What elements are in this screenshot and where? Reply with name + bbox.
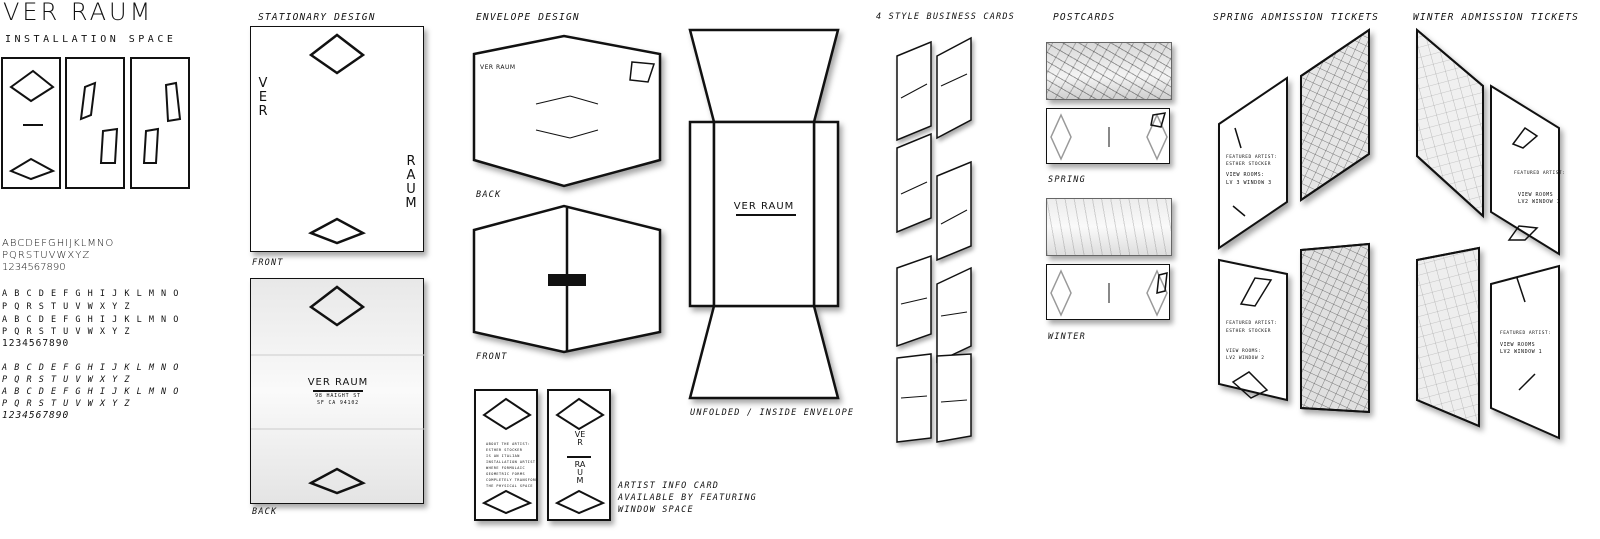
envelope-back xyxy=(472,34,662,188)
diamond-icon xyxy=(8,69,56,181)
spring-ticket2-artist: ESTHER STOCKER xyxy=(1226,329,1271,334)
spring-ticket2-featured: FEATURED ARTIST: xyxy=(1226,321,1278,326)
business-cards xyxy=(896,36,972,443)
typeface-display-line2: PQRSTUVWXYZ xyxy=(2,250,91,261)
typeface-mono-line3: A B C D E F G H I J K L M N O xyxy=(2,315,180,325)
typeface-mono-line2: P Q R S T U V W X Y Z xyxy=(2,302,131,312)
typeface-italic-line3: A B C D E F G H I J K L M N O xyxy=(2,387,180,397)
stationary-back-title: VER RAUM xyxy=(307,377,369,388)
spring-ticket2-rooms-value: LV2 WINDOW 2 xyxy=(1226,356,1265,361)
logo-tile-2 xyxy=(65,57,125,189)
winter-ticket-rooms: VIEW ROOMS xyxy=(1518,192,1554,198)
parallelogram-icon xyxy=(79,81,119,164)
typeface-mono-line1: A B C D E F G H I J K L M N O xyxy=(2,289,180,299)
winter-tickets xyxy=(1416,27,1560,440)
envelope-unfolded xyxy=(688,28,840,400)
postcard-winter-photo xyxy=(1046,198,1172,256)
diamond-icon xyxy=(554,397,606,515)
stationary-back-address1: 98 HAIGHT ST xyxy=(315,393,361,399)
caption-envelope-front: FRONT xyxy=(476,352,508,362)
envelope-front xyxy=(472,204,662,354)
winter-ticket2-rooms-value: LV2 WINDOW 1 xyxy=(1500,349,1543,355)
postcard-spring-photo xyxy=(1046,42,1172,100)
envelope-inside-title: VER RAUM xyxy=(733,201,795,212)
diamond-icon xyxy=(1050,112,1168,161)
artist-card-word1: VER xyxy=(574,430,586,447)
stationary-front-word2: RAUM xyxy=(405,154,417,211)
logo-tile-3 xyxy=(130,57,190,189)
stationary-back: VER RAUM 98 HAIGHT ST SF CA 94102 xyxy=(250,278,425,504)
spring-ticket2-rooms: VIEW ROOMS: xyxy=(1226,349,1262,354)
spring-tickets xyxy=(1218,28,1370,414)
brand-title: VER RAUM xyxy=(3,0,154,26)
parallelogram-icon xyxy=(142,81,182,164)
section-heading-business-cards: 4 STYLE BUSINESS CARDS xyxy=(876,12,1015,22)
artist-card-left: ABOUT THE ARTIST: ESTHER STOCKER IS AN I… xyxy=(474,389,538,521)
brand-subtitle: INSTALLATION SPACE xyxy=(5,34,177,45)
winter-ticket2-featured: FEATURED ARTIST: xyxy=(1500,331,1552,336)
section-heading-stationary: STATIONARY DESIGN xyxy=(258,12,376,23)
postcard-spring-back xyxy=(1046,108,1170,164)
caption-postcard-spring: SPRING xyxy=(1048,175,1086,185)
caption-postcard-winter: WINTER xyxy=(1048,332,1086,342)
stationary-front-word1: VER xyxy=(258,76,268,119)
caption-artist-card-line1: ARTIST INFO CARD xyxy=(618,481,720,491)
typeface-italic-line5: 1234567890 xyxy=(2,410,70,421)
diamond-icon xyxy=(1050,269,1168,317)
winter-ticket-rooms-value: LV2 WINDOW 1 xyxy=(1518,199,1561,205)
artist-card-text: ABOUT THE ARTIST: ESTHER STOCKER IS AN I… xyxy=(486,442,539,488)
caption-stationary-front: FRONT xyxy=(252,258,284,268)
typeface-display-line3: 1234567890 xyxy=(2,262,66,273)
section-heading-postcards: POSTCARDS xyxy=(1053,12,1116,23)
caption-envelope-back: BACK xyxy=(476,190,502,200)
spring-ticket-featured: FEATURED ARTIST: xyxy=(1226,155,1278,160)
caption-artist-card-line3: WINDOW SPACE xyxy=(618,505,694,515)
stationary-back-address2: SF CA 94102 xyxy=(317,400,359,406)
caption-stationary-back: BACK xyxy=(252,507,278,517)
typeface-italic-line2: P Q R S T U V W X Y Z xyxy=(2,375,131,385)
winter-ticket-featured: FEATURED ARTIST: xyxy=(1514,171,1566,176)
stationary-front: VER RAUM xyxy=(250,26,424,252)
typeface-mono-line5: 1234567890 xyxy=(2,338,70,349)
section-heading-winter-tickets: WINTER ADMISSION TICKETS xyxy=(1413,12,1580,23)
winter-ticket2-rooms: VIEW ROOMS xyxy=(1500,342,1536,348)
caption-artist-card-line2: AVAILABLE BY FEATURING xyxy=(618,493,757,503)
typeface-display-line1: ABCDEFGHIJKLMNO xyxy=(2,238,115,249)
logo-tile-1 xyxy=(1,57,61,189)
artist-card-right: VER RAUM xyxy=(547,389,611,521)
caption-envelope-unfolded: UNFOLDED / INSIDE ENVELOPE xyxy=(690,408,855,418)
typeface-mono-line4: P Q R S T U V W X Y Z xyxy=(2,327,131,337)
diamond-icon xyxy=(308,33,366,245)
spring-ticket-rooms: VIEW ROOMS: xyxy=(1226,172,1265,178)
typeface-italic-line1: A B C D E F G H I J K L M N O xyxy=(2,363,180,373)
section-heading-envelope: ENVELOPE DESIGN xyxy=(476,12,580,23)
section-heading-spring-tickets: SPRING ADMISSION TICKETS xyxy=(1213,12,1380,23)
diamond-icon xyxy=(251,285,425,495)
typeface-italic-line4: P Q R S T U V W X Y Z xyxy=(2,399,131,409)
spring-ticket-rooms-value: LV 3 WINDOW 3 xyxy=(1226,180,1272,186)
envelope-logo: VER RAUM xyxy=(480,64,516,71)
artist-card-word2: RAUM xyxy=(574,460,586,485)
spring-ticket-artist: ESTHER STOCKER xyxy=(1226,162,1271,167)
diamond-icon xyxy=(481,397,533,515)
postcard-winter-back xyxy=(1046,264,1170,320)
